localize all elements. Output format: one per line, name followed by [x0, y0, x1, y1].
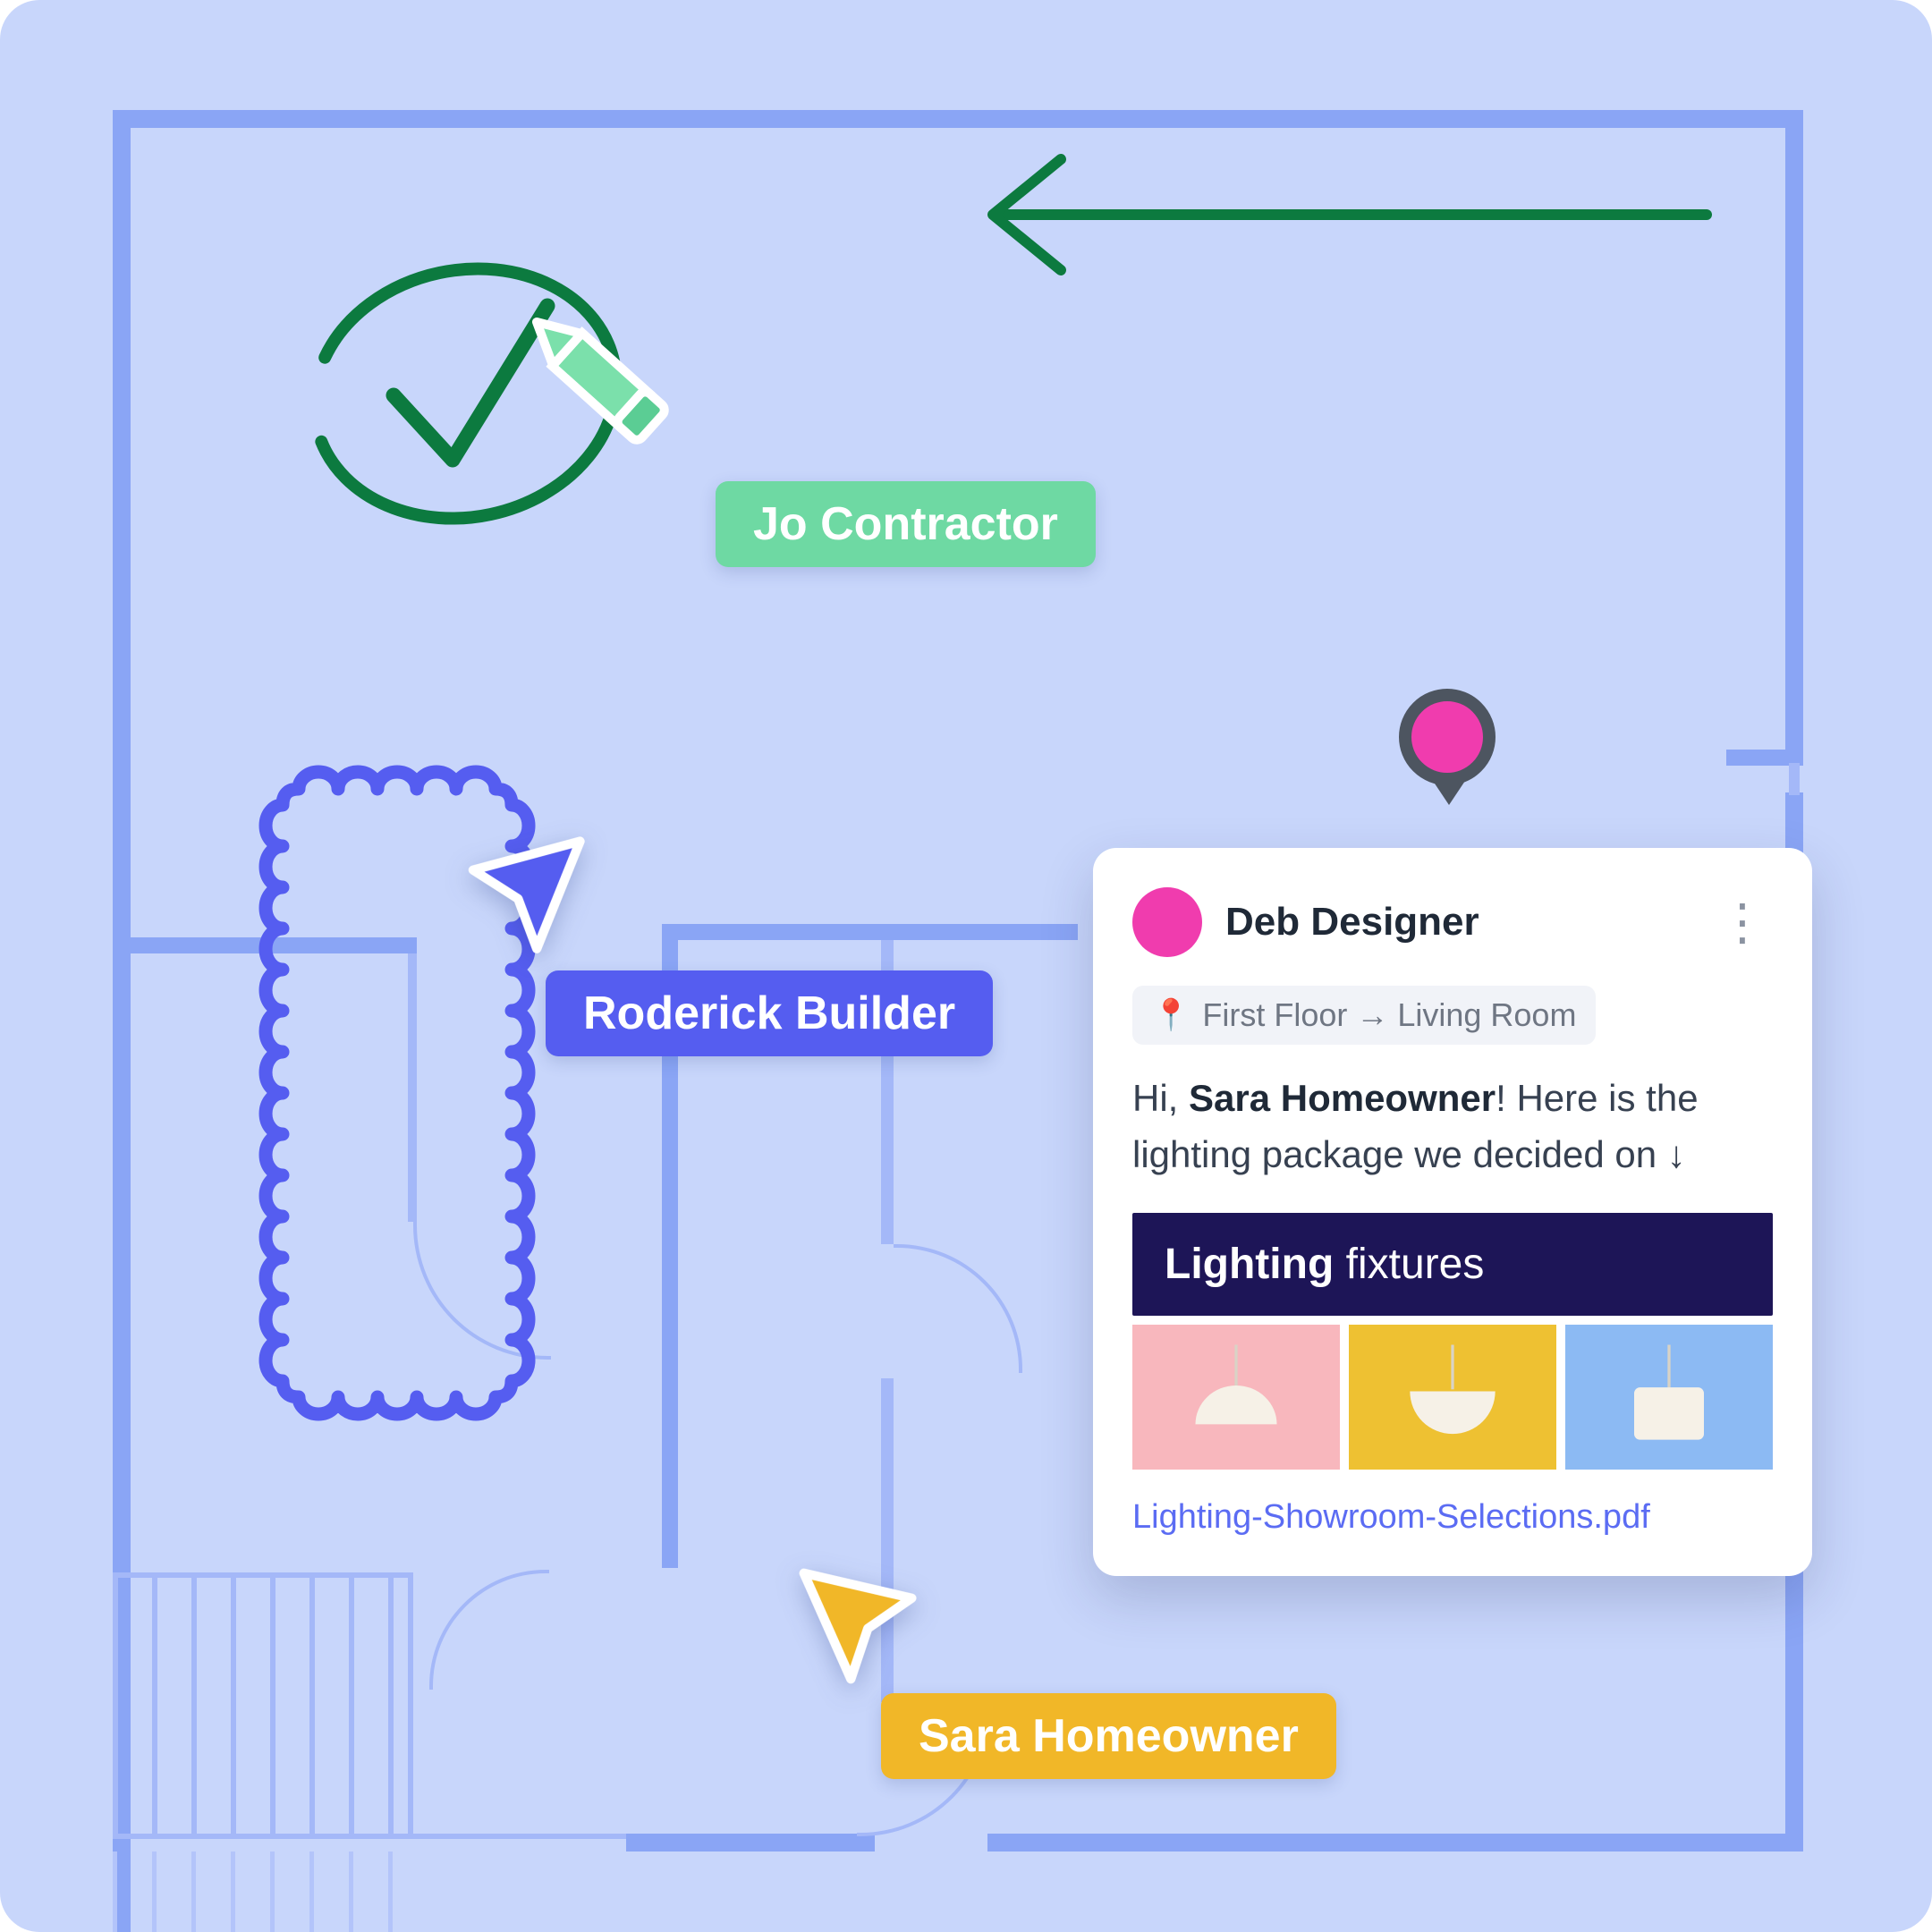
- stairs-lower: [113, 1852, 411, 1932]
- map-pin-tail: [1431, 778, 1467, 805]
- swatch-pink: [1132, 1325, 1340, 1470]
- dome-pendant-icon: [1195, 1344, 1277, 1425]
- stairs-side-wall: [408, 1572, 413, 1834]
- wall-right-upper: [1785, 110, 1803, 763]
- drum-pendant-icon: [1634, 1344, 1704, 1440]
- author-name: Deb Designer: [1225, 900, 1479, 944]
- bowl-pendant-icon: [1410, 1344, 1496, 1435]
- pin-icon: 📍: [1152, 998, 1191, 1032]
- wall-center-vertical: [662, 924, 678, 1568]
- window-right: [1789, 763, 1800, 795]
- label-sara-homeowner: Sara Homeowner: [881, 1693, 1336, 1779]
- stairs: [113, 1572, 411, 1839]
- wall-bottom-left-segment: [626, 1834, 875, 1852]
- message-text: Hi, Sara Homeowner! Here is the lighting…: [1132, 1077, 1699, 1175]
- arrow-annotation: [987, 154, 1712, 275]
- label-jo-contractor: Jo Contractor: [716, 481, 1096, 567]
- lamp-swatches: [1132, 1325, 1773, 1470]
- wall-thin-vertical-left: [408, 953, 417, 1222]
- wall-top: [113, 110, 1803, 128]
- wall-left: [113, 110, 131, 1932]
- location-text: First Floor → Living Room: [1202, 996, 1577, 1033]
- kebab-menu-icon[interactable]: ⋮: [1717, 893, 1767, 950]
- avatar: [1132, 887, 1202, 957]
- location-badge: 📍 First Floor → Living Room: [1132, 986, 1597, 1045]
- swatch-blue: [1565, 1325, 1773, 1470]
- cursor-roderick-icon: [468, 836, 585, 953]
- comment-card: Deb Designer ⋮ 📍 First Floor → Living Ro…: [1093, 848, 1812, 1576]
- map-pin-marker[interactable]: [1399, 689, 1499, 823]
- cursor-sara-icon: [799, 1568, 917, 1684]
- map-pin-icon: [1399, 689, 1496, 785]
- swatch-yellow: [1349, 1325, 1556, 1470]
- check-icon: [386, 298, 555, 468]
- file-link[interactable]: Lighting-Showroom-Selections.pdf: [1132, 1498, 1650, 1536]
- label-roderick-builder: Roderick Builder: [546, 970, 994, 1056]
- lighting-attachment[interactable]: Lighting fixtures: [1132, 1213, 1773, 1470]
- attachment-title: Lighting fixtures: [1132, 1213, 1773, 1316]
- wall-right-jog: [1726, 750, 1803, 766]
- wall-bottom-right-segment: [987, 1834, 1803, 1852]
- comment-card-header: Deb Designer ⋮: [1132, 887, 1773, 957]
- wall-center-horizontal: [662, 924, 1078, 940]
- pencil-icon: [532, 318, 669, 445]
